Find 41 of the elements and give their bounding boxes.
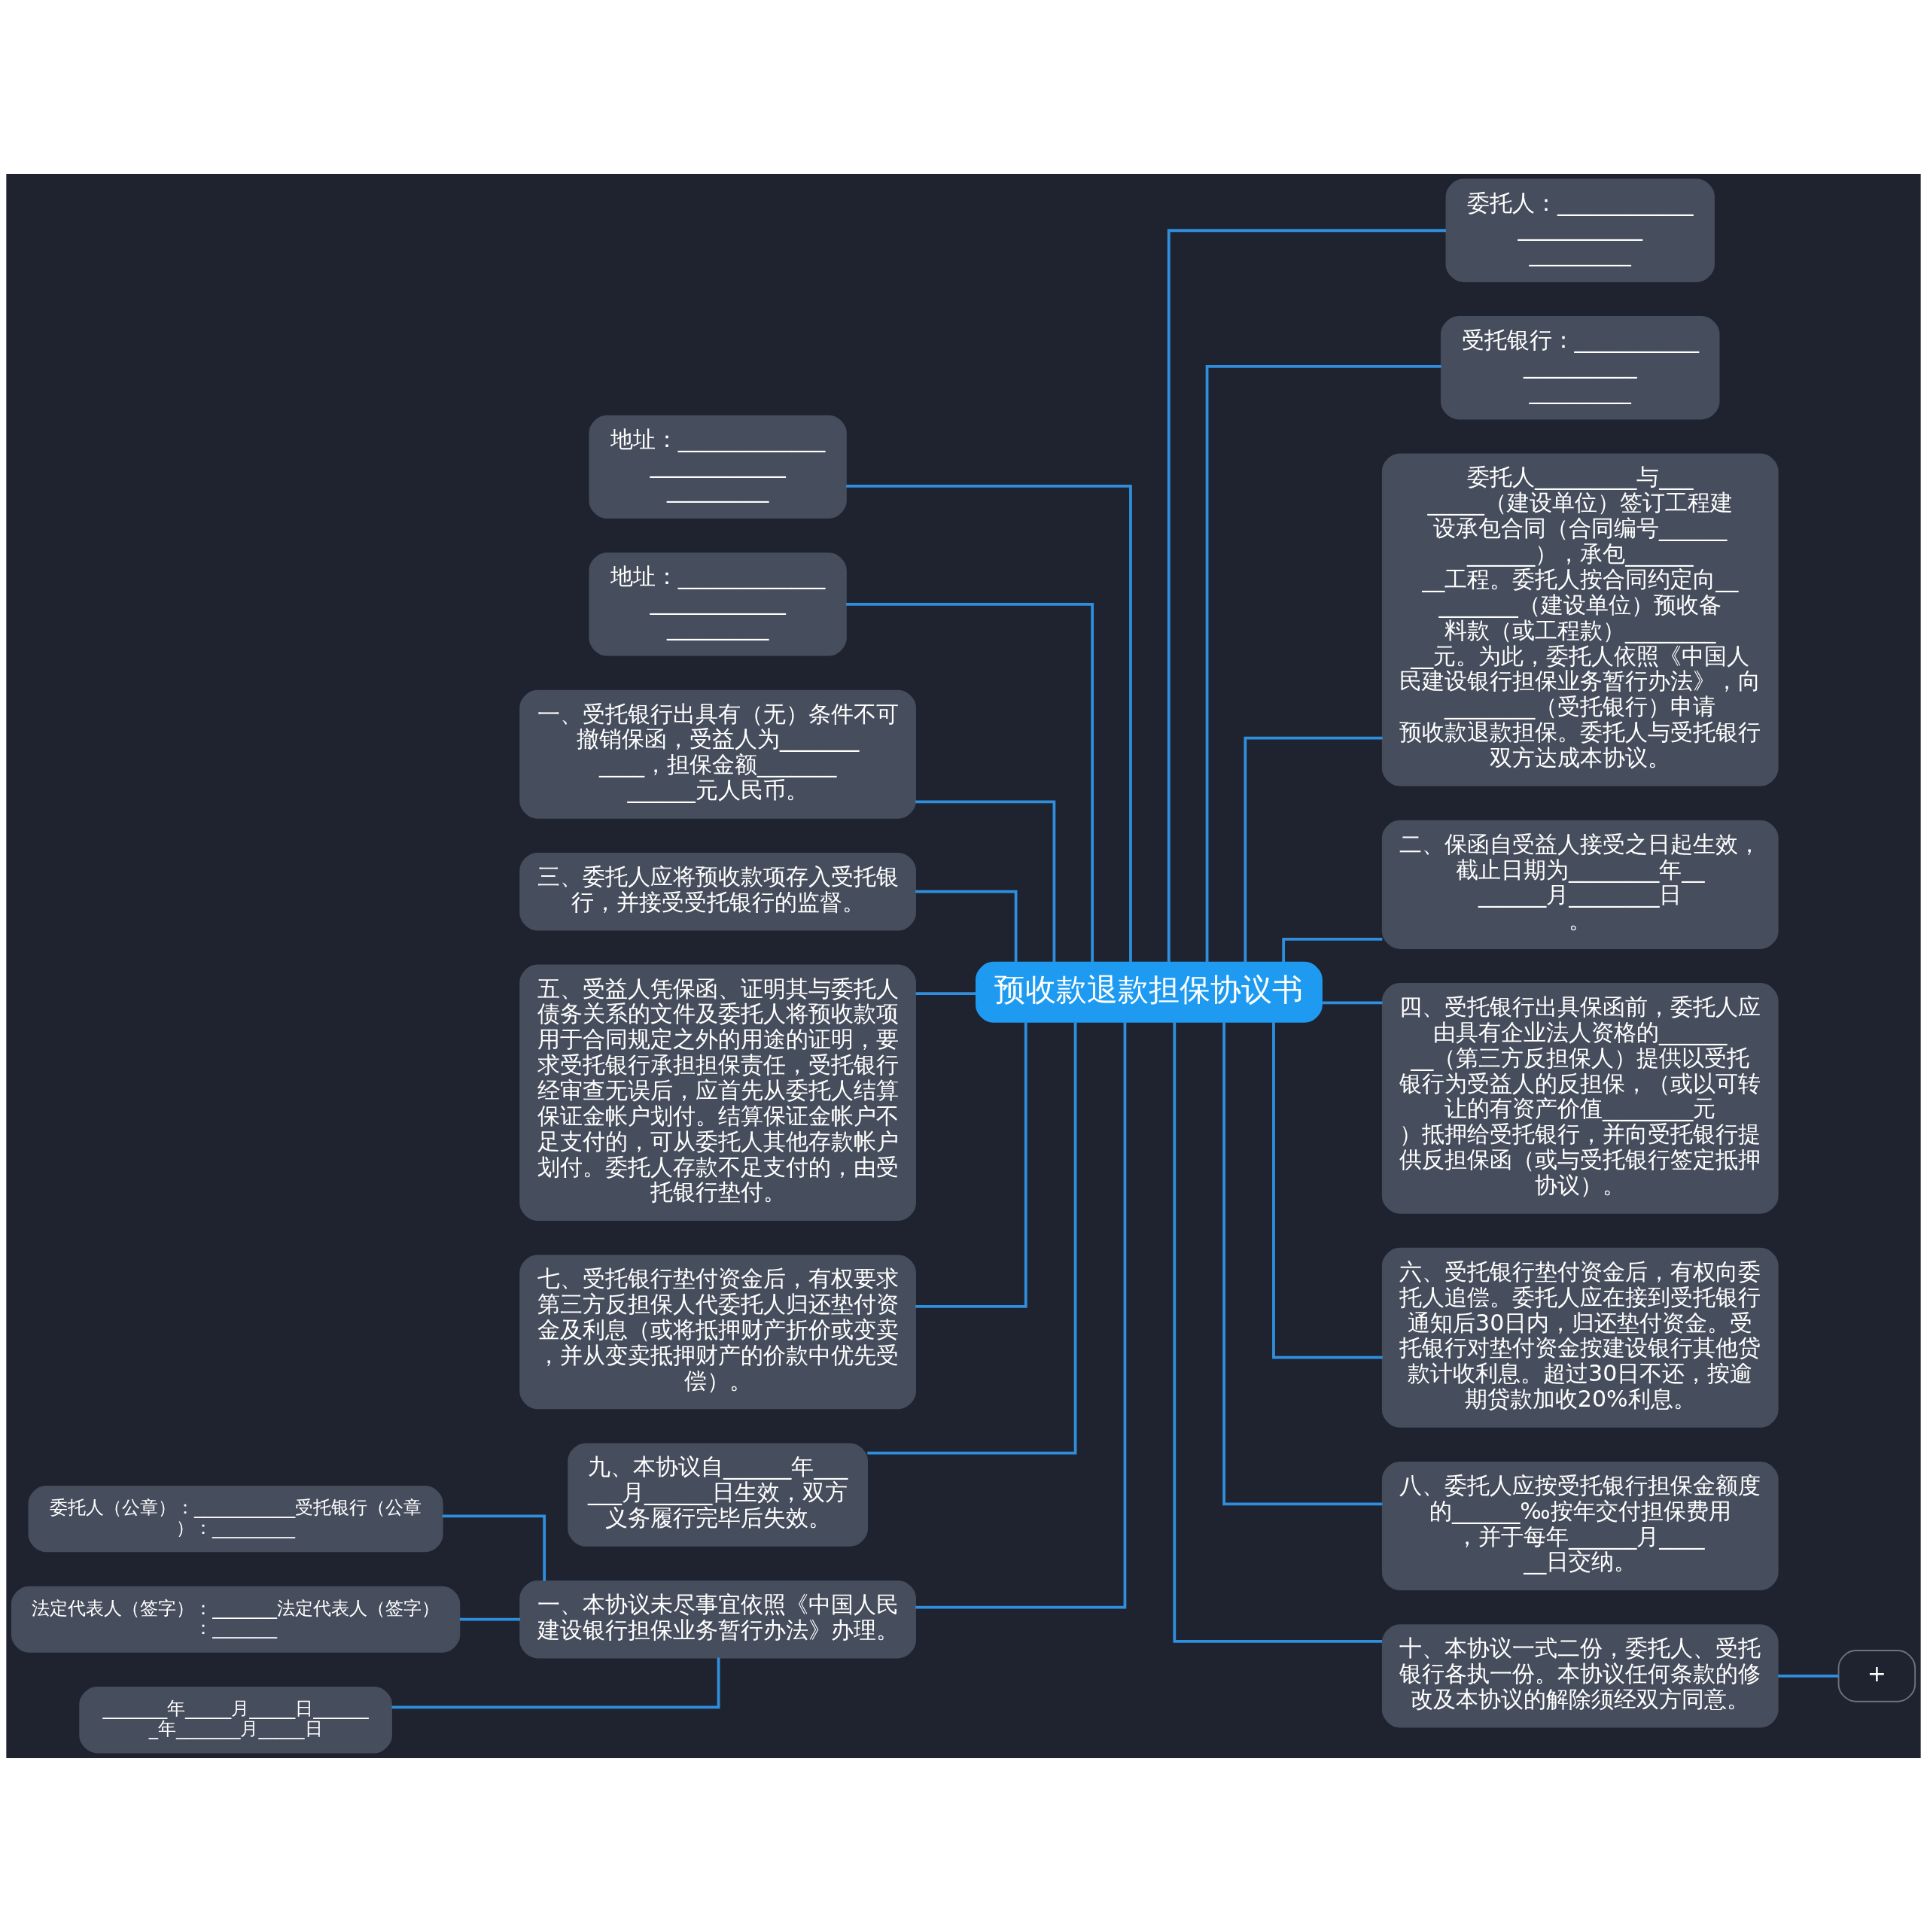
node-box: 一、本协议未尽事宜依照《中国人民建设银行担保业务暂行办法》办理。 xyxy=(519,1580,916,1659)
node-box: 预收款退款担保协议书 xyxy=(976,961,1323,1023)
connector xyxy=(442,1514,546,1581)
connector xyxy=(1322,1001,1383,1005)
connector xyxy=(1778,1675,1839,1678)
connector xyxy=(915,890,1018,963)
node-box: 四、受托银行出具保函前，委托人应由具有企业法人资格的________（第三方反担保人）提供以受托银行为受益人的反担保，（或以可转让的有资产价值________元）抵押给受托银行，并向受托银行提供反担保函（或与受托银行签定抵押协议）。 xyxy=(1381,983,1779,1214)
node-box: 二、保函自受益人接受之日起生效，截止日期为________年________月________日。 xyxy=(1381,820,1779,949)
node-box: 一、受托银行出具有（无）条件不可撤销保函，受益人为___________，担保金额_____________元人民币。 xyxy=(519,689,916,819)
node-box: 六、受托银行垫付资金后，有权向委托人追偿。委托人应在接到受托银行通知后30日内，归还垫付资金。受托银行对垫付资金按建设银行其他贷款计收利息。超过30日不还，按逾期贷款加收20%利息。 xyxy=(1381,1247,1779,1428)
node-box: 地址：_________________________ _________ xyxy=(589,552,847,656)
connector xyxy=(915,800,1056,963)
connector xyxy=(1173,1022,1383,1643)
node-box: 委托人（公章）：___________受托银行（公章）：_________ xyxy=(28,1485,443,1553)
node-box: 委托人_________与________（建设单位）签订工程建设承包合同（合同编号____________），承包________工程。委托人按合同约定向_________（建设单位）预收备料款（或工程款）__________元。为此，委托人依照《中国人民建设银行担保业务暂行办法》，向________（受托银行）申请预收款退款担保。委托人与受托银行双方达成本协议。 xyxy=(1381,453,1779,786)
connector xyxy=(1244,736,1383,963)
connector xyxy=(867,1022,1077,1455)
connector xyxy=(1167,229,1447,963)
connector xyxy=(846,603,1094,963)
connector xyxy=(915,1022,1127,1609)
node-box: + xyxy=(1837,1650,1916,1702)
connector xyxy=(1205,364,1441,963)
node-box: _______年_____月_____日_______年_______月_____日 xyxy=(79,1687,392,1754)
node-box: 受托银行：_____________________ _________ xyxy=(1440,316,1720,420)
connector xyxy=(391,1657,720,1709)
node-box: 十、本协议一式二份，委托人、受托银行各执一份。本协议任何条款的修改及本协议的解除须经双方同意。 xyxy=(1381,1624,1779,1728)
connector xyxy=(1222,1022,1383,1506)
connector xyxy=(1272,1022,1383,1359)
connector xyxy=(1282,937,1383,963)
node-box: 七、受托银行垫付资金后，有权要求第三方反担保人代委托人归还垫付资金及利息（或将抵押财产折价或变卖，并从变卖抵押财产的价款中优先受偿）。 xyxy=(519,1255,916,1410)
node-box: 五、受益人凭保函、证明其与委托人债务关系的文件及委托人将预收款项用于合同规定之外的用途的证明，要求受托银行承担担保责任，受托银行经审查无误后，应首先从委托人结算保证金帐户划付。结算保证金帐户不足支付的，可从委托人其他存款帐户划付。委托人存款不足支付的，由受托银行垫付。 xyxy=(519,964,916,1222)
node-box: 委托人：_______________________ _________ xyxy=(1445,178,1715,282)
connector xyxy=(459,1617,521,1621)
node-box: 八、委托人应按受托银行担保金额度的______‰按年交付担保费用，并于每年______月______日交纳。 xyxy=(1381,1461,1779,1591)
connector xyxy=(846,484,1132,963)
node-box: 法定代表人（签字）：_______法定代表人（签字）：_______ xyxy=(11,1586,461,1653)
connector xyxy=(915,1022,1027,1308)
node-box: 三、委托人应将预收款项存入受托银行，并接受受托银行的监督。 xyxy=(519,853,916,931)
node-box: 地址：_________________________ _________ xyxy=(589,415,847,519)
connector xyxy=(915,992,976,996)
node-box: 九、本协议自______年______月______日生效，双方义务履行完毕后失效。 xyxy=(568,1443,868,1547)
